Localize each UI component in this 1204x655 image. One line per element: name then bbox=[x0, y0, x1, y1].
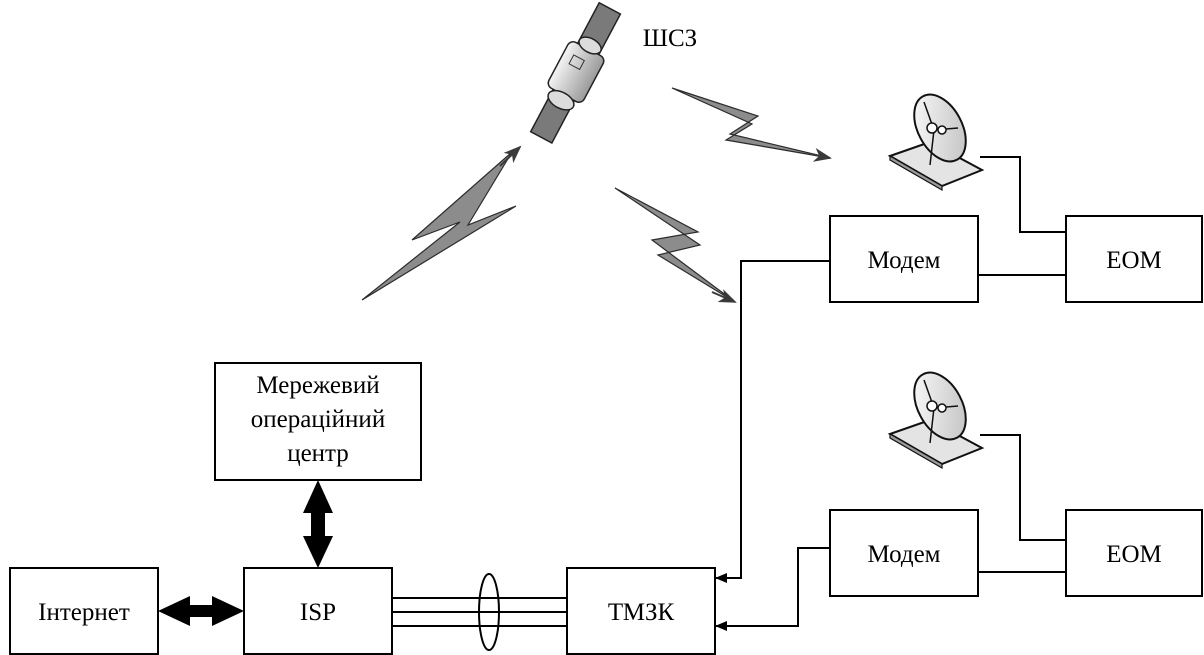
noc-isp-double-arrow bbox=[303, 480, 333, 568]
isp-tmzk-trunk bbox=[392, 573, 567, 651]
tmzk-label: ТМЗК bbox=[608, 599, 675, 626]
internet-label: Інтернет bbox=[38, 599, 130, 626]
modem-to-tmzk-wire-bottom bbox=[715, 547, 830, 631]
internet-box: Інтернет bbox=[9, 567, 159, 655]
dish-antenna-icon bbox=[887, 93, 985, 192]
lightning-link-icon bbox=[614, 187, 737, 303]
eom-box-bottom: ЕОМ bbox=[1065, 509, 1203, 597]
noc-label-line-2: операційний bbox=[251, 406, 385, 433]
modem-bottom-label: Модем bbox=[867, 541, 940, 568]
isp-box: ISP bbox=[243, 567, 393, 655]
modem-top-label: Модем bbox=[867, 247, 940, 274]
isp-label: ISP bbox=[300, 599, 336, 626]
modem-box-bottom: Модем bbox=[829, 509, 979, 597]
eom-box-top: ЕОМ bbox=[1065, 215, 1203, 303]
tmzk-box: ТМЗК bbox=[566, 567, 716, 655]
dish-to-eom-wire-bottom bbox=[980, 434, 1066, 541]
satellite-label: ШСЗ bbox=[643, 25, 697, 52]
network-operations-center-box: Мережевий операційний центр bbox=[214, 362, 422, 481]
internet-isp-double-arrow bbox=[158, 596, 244, 626]
eom-bottom-label: ЕОМ bbox=[1106, 541, 1162, 568]
modem-box-top: Модем bbox=[829, 215, 979, 303]
lightning-link-icon bbox=[671, 87, 832, 162]
noc-label-line-3: центр bbox=[287, 440, 349, 467]
satellite-icon bbox=[529, 1, 622, 144]
modem-to-tmzk-wire-top bbox=[715, 260, 830, 583]
dish-antenna-icon bbox=[887, 371, 985, 470]
eom-top-label: ЕОМ bbox=[1106, 247, 1162, 274]
lightning-link-icon bbox=[361, 145, 522, 301]
dish-to-eom-wire-top bbox=[980, 156, 1066, 233]
noc-label-line-1: Мережевий bbox=[256, 372, 379, 399]
